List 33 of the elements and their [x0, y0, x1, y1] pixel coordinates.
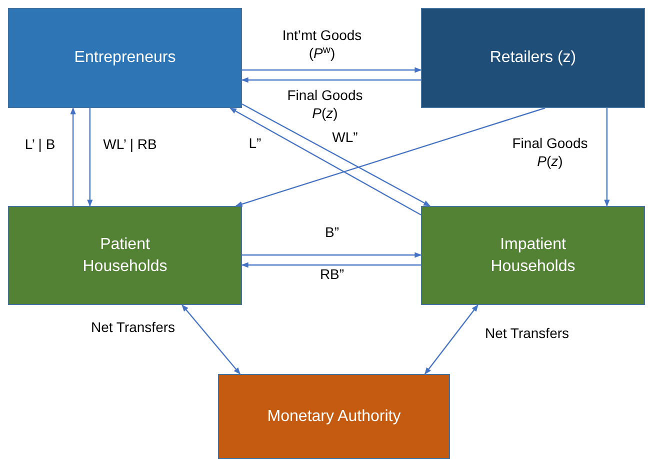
rectangle-node — [8, 206, 242, 305]
node-label: Monetary Authority — [267, 406, 401, 426]
edge-label: L’ | B — [24, 135, 56, 153]
arrow — [242, 67, 422, 73]
arrow — [241, 77, 421, 83]
edge-label: RB” — [318, 265, 346, 283]
edge-label: Int’mt Goods (P$^{w}$) — [281, 26, 363, 62]
arrow — [235, 107, 546, 207]
edge-label: WL” — [331, 128, 359, 146]
rectangle-node — [8, 8, 242, 108]
arrow — [87, 108, 93, 207]
node-label: Retailers (z) — [490, 48, 576, 68]
arrow — [424, 304, 478, 375]
arrow — [229, 107, 422, 216]
arrow — [70, 107, 76, 206]
arrow — [604, 108, 610, 207]
arrow — [242, 103, 431, 207]
edge-label: Net Transfers — [90, 318, 176, 336]
rectangle-node — [421, 206, 645, 305]
rectangle-node — [421, 8, 645, 108]
arrow — [182, 304, 240, 375]
node-label: Patient Households — [82, 234, 168, 276]
edge-label: Final Goods P(z) — [511, 134, 589, 170]
arrow — [242, 252, 422, 258]
edge-label: B” — [324, 223, 340, 241]
node-label: Entrepreneurs — [74, 48, 176, 68]
rectangle-node — [218, 374, 450, 459]
edge-label: Net Transfers — [484, 324, 570, 342]
edge-label: Final Goods P(z) — [286, 86, 364, 122]
arrow — [241, 262, 421, 268]
edge-label: WL’ | RB — [102, 135, 158, 153]
edge-label: L” — [248, 134, 262, 152]
node-label: Impatient Households — [490, 234, 576, 276]
